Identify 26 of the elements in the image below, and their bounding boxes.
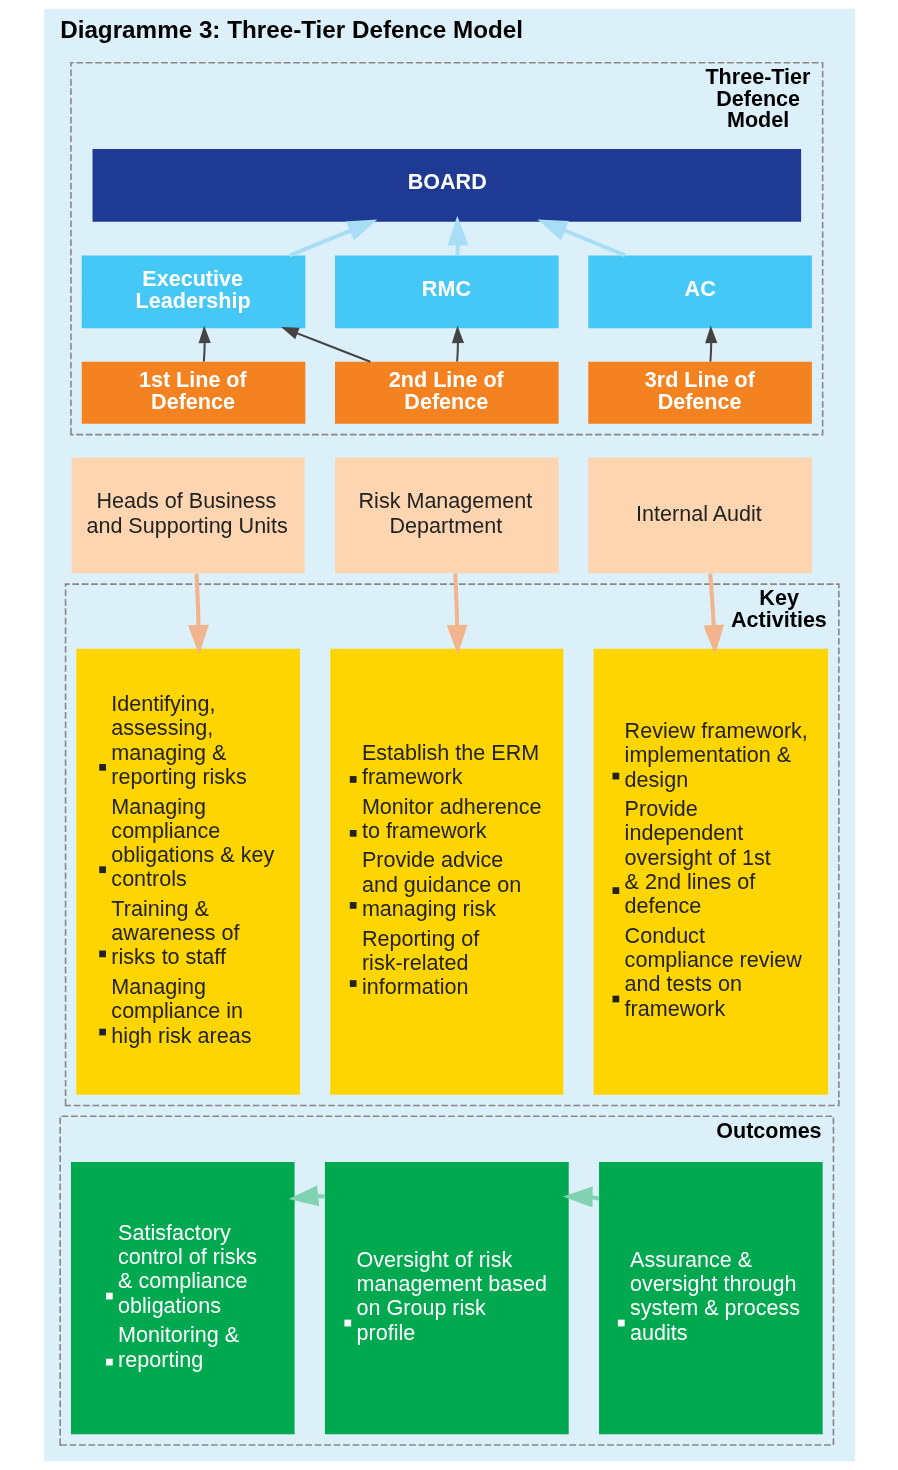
node-box: RMC <box>334 255 559 329</box>
node-box: Executive Leadership <box>81 255 305 329</box>
arrow <box>187 573 209 655</box>
arrow <box>702 573 724 655</box>
node-box: AC <box>587 255 812 329</box>
node-box: Assurance & oversight through system & process audits <box>598 1162 823 1435</box>
arrow <box>280 327 371 363</box>
arrow <box>704 325 717 362</box>
node-box: Risk Management Department <box>334 457 559 574</box>
arrow <box>446 573 468 655</box>
node-box: Heads of Business and Supporting Units <box>71 457 305 574</box>
node-box: Identifying, assessing, managing & reporting risks Managing compliance obligations & key controls Training & awareness of risks to staff Managing compliance in high risk areas <box>75 648 300 1095</box>
node-box: 3rd Line of Defence <box>587 361 812 424</box>
node-box: Satisfactory control of risks & compliance obligations Monitoring & reporting <box>70 1162 295 1435</box>
node-box: BOARD <box>92 149 801 222</box>
node-box: Internal Audit <box>587 457 812 574</box>
diagram-title: Diagramme 3: Three-Tier Defence Model <box>59 15 523 43</box>
node-box: Establish the ERM framework Monitor adherence to framework Provide advice and guidance on managing risk Reporting of risk-related information <box>329 648 563 1095</box>
node-box: 1st Line of Defence <box>81 361 305 424</box>
node-box: 2nd Line of Defence <box>334 361 559 424</box>
node-box: Review framework, implementation & design Provide independent oversight of 1st & 2nd lines of defence Conduct compliance review and tests on framework <box>593 648 828 1095</box>
arrow <box>198 325 211 362</box>
arrow <box>451 325 464 362</box>
arrow <box>536 219 626 258</box>
arrow <box>288 219 377 258</box>
node-box: Oversight of risk management based on Group risk profile <box>324 1162 569 1435</box>
